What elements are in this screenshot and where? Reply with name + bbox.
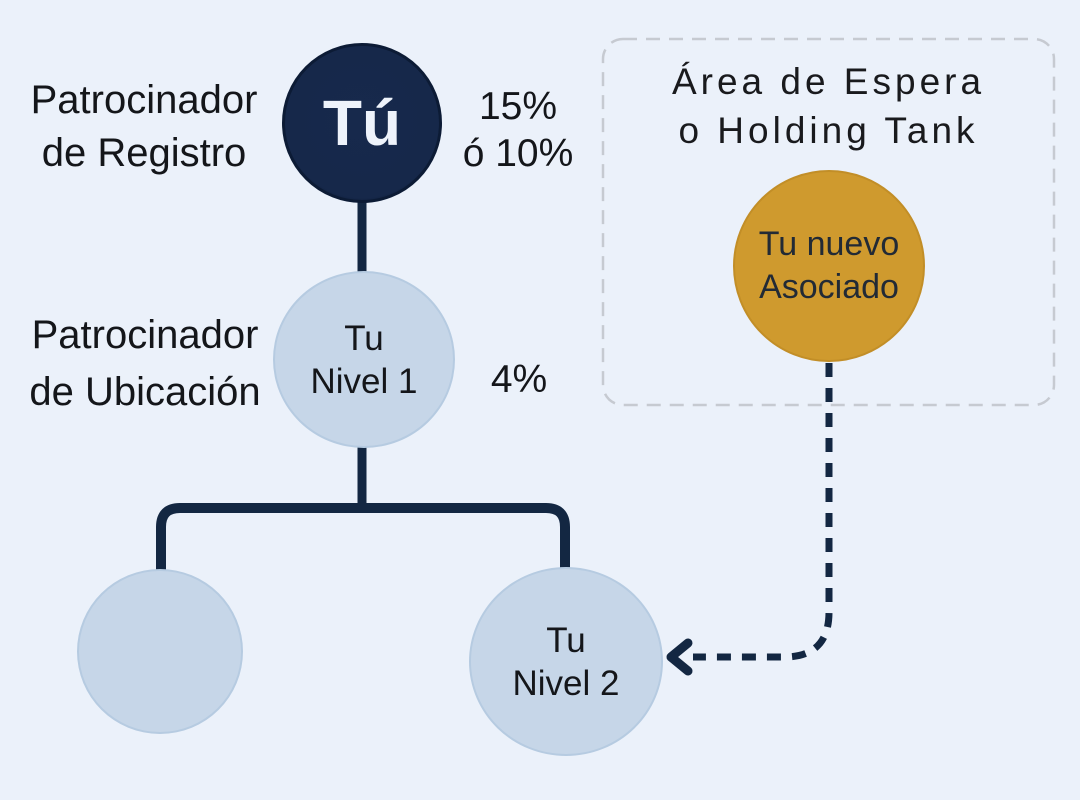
arrowhead-left-icon	[666, 638, 693, 676]
node-level2: Tu Nivel 2	[469, 567, 663, 756]
node-level2-line2: Nivel 2	[512, 663, 620, 703]
you-percent-line1: 15%	[478, 85, 558, 128]
you-percent-line2: ó 10%	[462, 132, 574, 175]
node-new-associate: Tu nuevo Asociado	[733, 170, 925, 362]
node-you: Tú	[282, 43, 442, 203]
sponsor-registration-line2: de Registro	[41, 131, 247, 175]
node-new-associate-line1: Tu nuevo	[758, 225, 900, 263]
node-level1: Tu Nivel 1	[273, 271, 455, 448]
node-level1-line2: Nivel 1	[310, 361, 418, 401]
sponsor-registration-label: Patrocinador de Registro	[8, 74, 280, 180]
sponsor-placement-line2: de Ubicación	[29, 370, 261, 414]
node-you-label: Tú	[322, 87, 402, 159]
connector-branch-bar	[156, 503, 570, 573]
dashed-placement-path	[693, 363, 833, 661]
node-level1-line1: Tu	[344, 318, 384, 358]
node-new-associate-line2: Asociado	[759, 268, 899, 306]
node-level2-line1: Tu	[546, 620, 586, 660]
holding-tank-frame	[601, 37, 1056, 407]
holding-tank-title: Área de Espera o Holding Tank	[602, 57, 1055, 155]
sponsor-placement-label: Patrocinador de Ubicación	[5, 307, 285, 421]
you-percent-label: 15% ó 10%	[448, 83, 588, 177]
level1-percent-label: 4%	[469, 356, 569, 403]
level1-percent-value: 4%	[490, 358, 548, 401]
holding-tank-title-line1: Área de Espera	[671, 61, 986, 102]
sponsor-registration-line1: Patrocinador	[30, 78, 258, 122]
node-empty-slot	[77, 569, 243, 734]
holding-tank-title-line2: o Holding Tank	[678, 110, 979, 151]
sponsor-placement-line1: Patrocinador	[31, 313, 259, 357]
